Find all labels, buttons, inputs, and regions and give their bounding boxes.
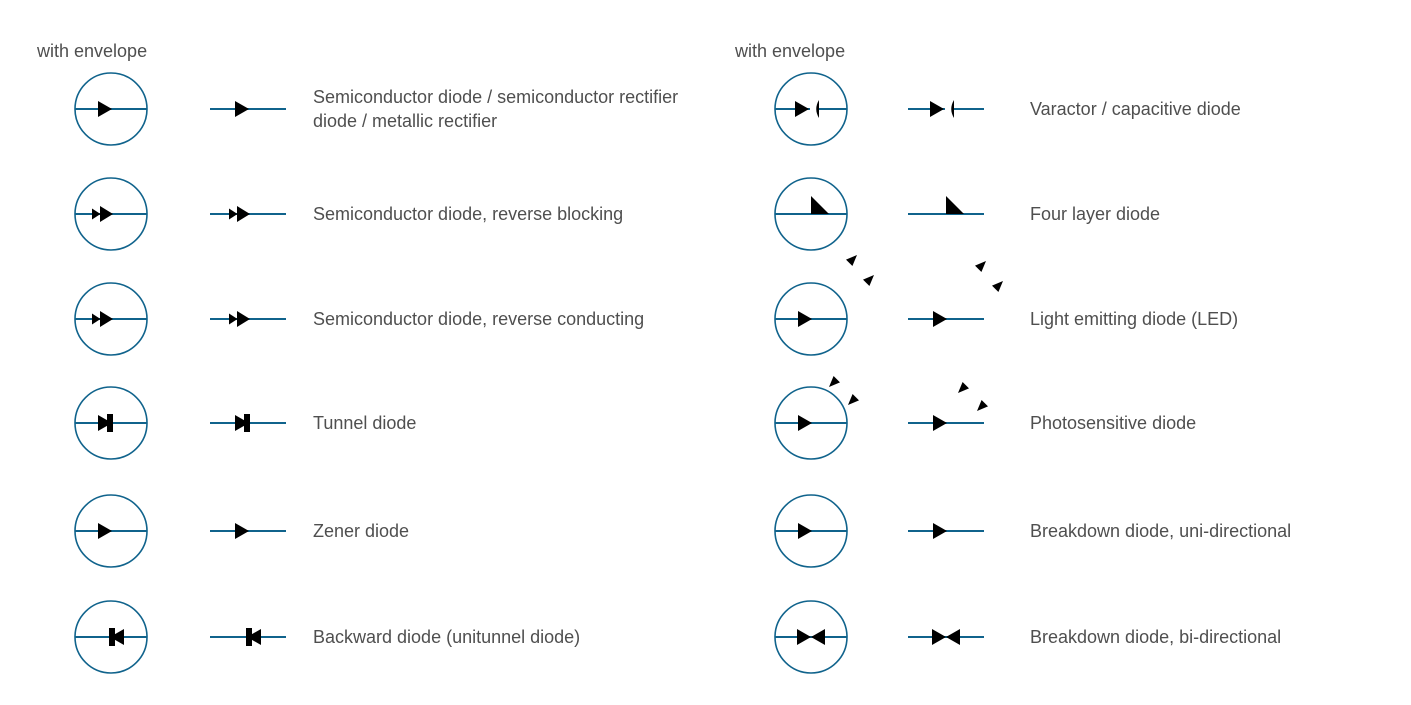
label-varactor: Varactor / capacitive diode <box>1030 99 1241 119</box>
breakdown-diode-bi-directional-symbol <box>908 628 984 646</box>
semiconductor-diode-reverse-conducting-envelope-symbol <box>74 282 148 356</box>
semiconductor-diode-symbol <box>210 100 286 118</box>
semiconductor-diode-reverse-blocking-symbol <box>210 205 286 223</box>
photosensitive-diode-symbol <box>908 365 1003 432</box>
photosensitive-diode-envelope-symbol <box>774 359 874 460</box>
semiconductor-diode-envelope-symbol <box>74 72 148 146</box>
tunnel-diode-symbol <box>210 414 286 432</box>
label-semiconductor-diode-reverse-blocking: Semiconductor diode, reverse blocking <box>313 204 624 224</box>
breakdown-diode-bi-directional-envelope-symbol <box>774 600 848 674</box>
backward-diode-symbol <box>210 628 286 646</box>
tunnel-diode-envelope-symbol <box>74 386 148 460</box>
four-layer-diode-symbol <box>908 196 984 230</box>
four-layer-diode-envelope-symbol <box>774 177 848 251</box>
breakdown-diode-uni-directional-envelope-symbol <box>774 494 848 568</box>
label-four-layer-diode: Four layer diode <box>1030 204 1161 224</box>
label-breakdown-diode-uni-directional: Breakdown diode, uni-directional <box>1030 521 1292 541</box>
label-led: Light emitting diode (LED) <box>1030 309 1239 329</box>
zener-diode-symbol <box>210 517 286 545</box>
zener-diode-envelope-symbol <box>74 494 148 568</box>
led-envelope-symbol <box>774 255 874 356</box>
led-symbol <box>908 261 1003 328</box>
varactor-envelope-symbol <box>774 72 848 146</box>
right-column-header: with envelope <box>735 41 846 61</box>
label-zener-diode: Zener diode <box>313 521 410 541</box>
breakdown-diode-uni-directional-symbol <box>908 522 984 540</box>
varactor-symbol <box>908 100 984 118</box>
label-photosensitive-diode: Photosensitive diode <box>1030 413 1197 433</box>
label-semiconductor-diode: Semiconductor diode / semiconductor rect… <box>313 87 679 131</box>
label-backward-diode: Backward diode (unitunnel diode) <box>313 627 581 647</box>
label-tunnel-diode: Tunnel diode <box>313 413 417 433</box>
semiconductor-diode-reverse-conducting-symbol <box>210 310 286 328</box>
label-breakdown-diode-bi-directional: Breakdown diode, bi-directional <box>1030 627 1282 647</box>
backward-diode-envelope-symbol <box>74 600 148 674</box>
semiconductor-diode-reverse-blocking-envelope-symbol <box>74 177 148 251</box>
left-column-header: with envelope <box>37 41 148 61</box>
label-semiconductor-diode-reverse-conducting: Semiconductor diode, reverse conducting <box>313 309 645 329</box>
